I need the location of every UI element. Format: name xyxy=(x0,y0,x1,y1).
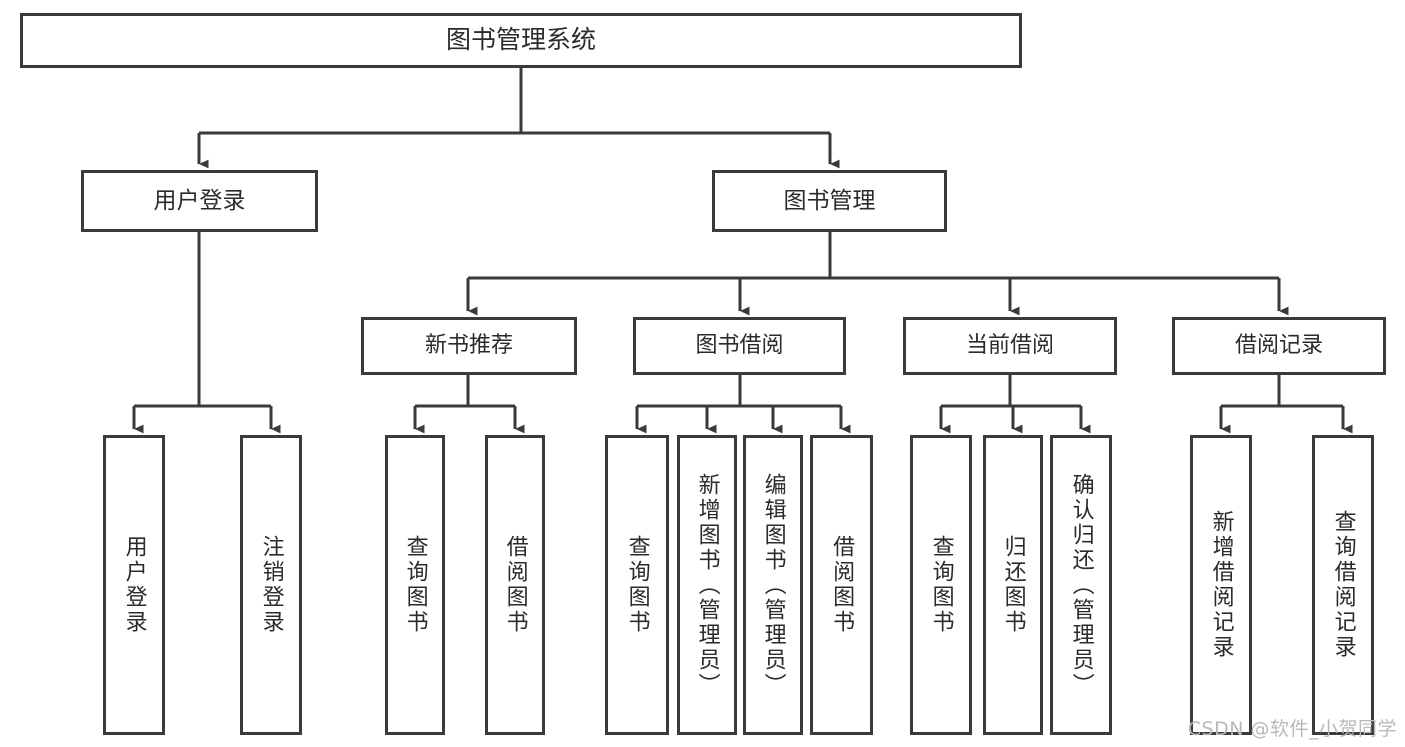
leaf-edit-book[interactable]: 编辑图书（管理员） xyxy=(743,435,803,735)
leaf-user-login-label: 用户登录 xyxy=(121,535,147,635)
node-root-label: 图书管理系统 xyxy=(445,25,596,55)
leaf-query-book-2-label: 查询图书 xyxy=(624,535,650,635)
node-borrow-record[interactable]: 借阅记录 xyxy=(1172,317,1386,375)
leaf-borrow-book-2[interactable]: 借阅图书 xyxy=(810,435,873,735)
leaf-confirm-return-label: 确认归还（管理员） xyxy=(1068,472,1094,698)
node-book-manage-label: 图书管理 xyxy=(783,187,876,214)
leaf-query-book-1[interactable]: 查询图书 xyxy=(385,435,445,735)
leaf-query-book-1-label: 查询图书 xyxy=(402,535,428,635)
node-book-borrow-label: 图书借阅 xyxy=(695,333,784,359)
leaf-edit-book-label: 编辑图书（管理员） xyxy=(760,472,786,698)
leaf-add-record-label: 新增借阅记录 xyxy=(1208,510,1234,660)
node-borrow-record-label: 借阅记录 xyxy=(1234,333,1323,359)
leaf-return-book-label: 归还图书 xyxy=(1000,535,1026,635)
node-root[interactable]: 图书管理系统 xyxy=(20,13,1022,68)
leaf-borrow-book-2-label: 借阅图书 xyxy=(829,535,855,635)
node-user-login-label: 用户登录 xyxy=(153,187,246,214)
leaf-confirm-return[interactable]: 确认归还（管理员） xyxy=(1050,435,1112,735)
node-book-borrow[interactable]: 图书借阅 xyxy=(633,317,846,375)
leaf-query-record[interactable]: 查询借阅记录 xyxy=(1312,435,1374,735)
leaf-return-book[interactable]: 归还图书 xyxy=(983,435,1043,735)
leaf-borrow-book-1[interactable]: 借阅图书 xyxy=(485,435,545,735)
node-book-manage[interactable]: 图书管理 xyxy=(712,170,947,232)
leaf-user-logout-label: 注销登录 xyxy=(258,535,284,635)
leaf-user-logout[interactable]: 注销登录 xyxy=(240,435,302,735)
leaf-query-book-2[interactable]: 查询图书 xyxy=(605,435,669,735)
csdn-watermark: CSDN @软件_小贺同学 xyxy=(1187,718,1397,740)
leaf-query-book-3-label: 查询图书 xyxy=(928,535,954,635)
node-current-borrow[interactable]: 当前借阅 xyxy=(903,317,1117,375)
leaf-borrow-book-1-label: 借阅图书 xyxy=(502,535,528,635)
node-current-borrow-label: 当前借阅 xyxy=(965,333,1054,359)
node-user-login[interactable]: 用户登录 xyxy=(81,170,318,232)
leaf-add-record[interactable]: 新增借阅记录 xyxy=(1190,435,1252,735)
leaf-add-book-label: 新增图书（管理员） xyxy=(694,472,720,698)
leaf-add-book[interactable]: 新增图书（管理员） xyxy=(677,435,737,735)
leaf-query-book-3[interactable]: 查询图书 xyxy=(910,435,972,735)
node-new-book-rec-label: 新书推荐 xyxy=(424,333,513,359)
leaf-user-login[interactable]: 用户登录 xyxy=(103,435,165,735)
node-new-book-rec[interactable]: 新书推荐 xyxy=(361,317,577,375)
leaf-query-record-label: 查询借阅记录 xyxy=(1330,510,1356,660)
